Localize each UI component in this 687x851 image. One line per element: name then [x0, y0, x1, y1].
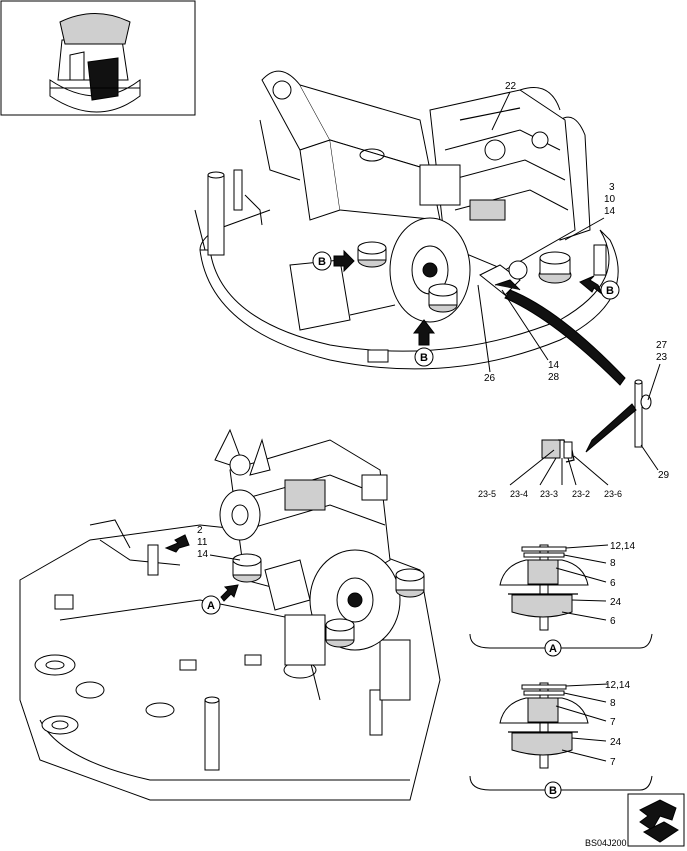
lower-labels: 2 11 14: [164, 525, 241, 561]
lower-mount-right: [395, 568, 425, 598]
svg-text:23-3: 23-3: [540, 489, 558, 499]
callout-A-lower: A: [201, 584, 239, 615]
callout-B-left: B: [312, 249, 355, 273]
upper-mount-left: [357, 241, 387, 268]
svg-text:6: 6: [610, 616, 616, 627]
upper-mount-front: [428, 283, 458, 313]
svg-text:10: 10: [604, 194, 616, 205]
svg-text:2: 2: [197, 525, 203, 536]
svg-text:23-6: 23-6: [604, 489, 622, 499]
svg-text:12,14: 12,14: [610, 541, 635, 552]
svg-text:8: 8: [610, 558, 616, 569]
svg-text:B: B: [318, 256, 326, 268]
svg-text:27: 27: [656, 340, 668, 351]
callout-B-bottom: B: [412, 319, 436, 367]
callout-B-right: B: [579, 275, 620, 300]
svg-text:14: 14: [604, 206, 616, 217]
svg-text:14: 14: [548, 360, 560, 371]
lower-mount-front: [325, 618, 355, 648]
detail-A: A 12,14 8 6 24 6: [469, 541, 653, 657]
svg-text:3: 3: [609, 182, 615, 193]
upper-mount-right: [538, 251, 572, 284]
svg-text:24: 24: [610, 597, 622, 608]
svg-text:26: 26: [484, 373, 496, 384]
lower-engine: [214, 428, 425, 666]
thumbnail-inset: [0, 0, 196, 116]
svg-text:B: B: [606, 285, 614, 297]
next-page-nav-icon[interactable]: [627, 793, 685, 847]
upper-engine: [357, 87, 626, 386]
clamp-assembly-23: 23-5 23-4 23-3 23-2 23-6: [478, 439, 622, 499]
svg-text:A: A: [207, 600, 215, 612]
svg-text:B: B: [420, 352, 428, 364]
svg-text:7: 7: [610, 757, 616, 768]
upper-labels: 22 3 10 14 14 28 26: [477, 81, 616, 384]
detail-B: B 12,14 8 7 24 7: [469, 680, 653, 799]
pin-assembly-29: 27 23 29: [585, 340, 670, 481]
svg-text:14: 14: [197, 549, 209, 560]
svg-text:12,14: 12,14: [605, 680, 630, 691]
drawing-code: BS04J200: [585, 838, 627, 848]
svg-text:7: 7: [610, 717, 616, 728]
svg-text:24: 24: [610, 737, 622, 748]
svg-text:A: A: [549, 643, 557, 655]
svg-text:23: 23: [656, 352, 668, 363]
svg-text:23-4: 23-4: [510, 489, 528, 499]
svg-text:29: 29: [658, 470, 670, 481]
svg-text:23-2: 23-2: [572, 489, 590, 499]
svg-text:8: 8: [610, 698, 616, 709]
lower-mount-left: [232, 553, 262, 583]
upper-frame-assembly: [194, 70, 619, 370]
svg-text:22: 22: [505, 81, 517, 92]
svg-text:11: 11: [197, 537, 208, 548]
svg-text:6: 6: [610, 578, 616, 589]
svg-text:23-5: 23-5: [478, 489, 496, 499]
svg-text:B: B: [549, 785, 557, 797]
svg-text:28: 28: [548, 372, 560, 383]
